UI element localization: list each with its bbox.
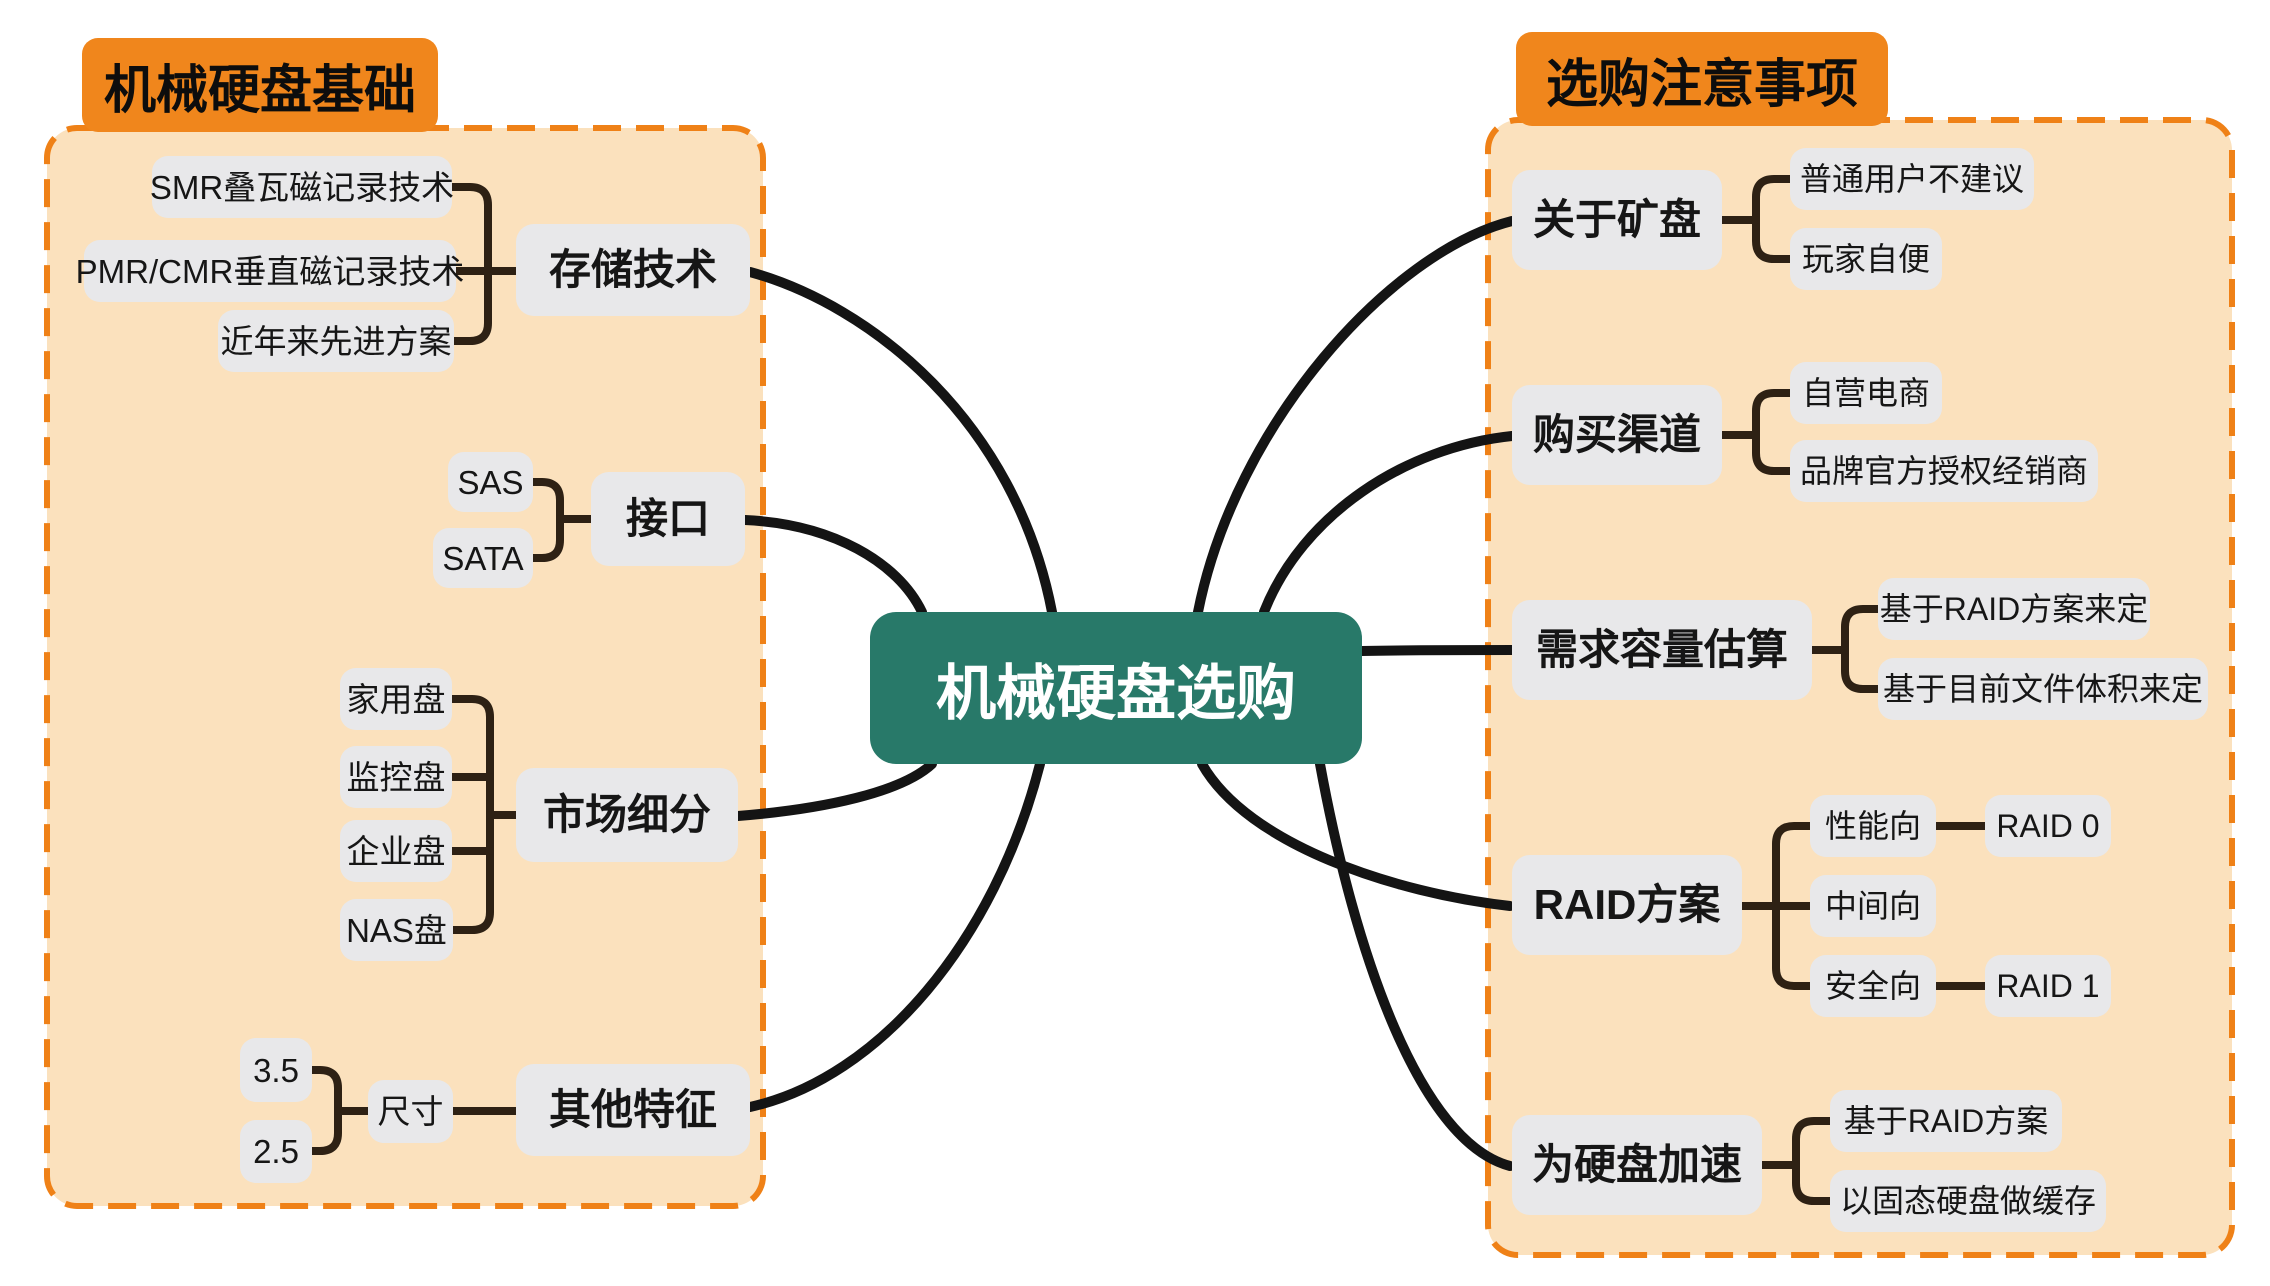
left-section-header[interactable]: 机械硬盘基础 bbox=[82, 38, 438, 132]
curve-center-channel bbox=[1259, 431, 1517, 617]
node-middle-oriented[interactable]: 中间向 bbox=[1810, 875, 1936, 937]
node-pmr-cmr[interactable]: PMR/CMR垂直磁记录技术 bbox=[76, 240, 464, 302]
node-accelerate-disk[interactable]: 为硬盘加速 bbox=[1512, 1115, 1762, 1215]
node-raid-scheme[interactable]: RAID方案 bbox=[1512, 855, 1742, 955]
node-authorized-dealer[interactable]: 品牌官方授权经销商 bbox=[1790, 440, 2098, 502]
node-based-on-raid[interactable]: 基于RAID方案来定 bbox=[1878, 578, 2150, 640]
curve-center-storage-tech bbox=[745, 267, 1057, 617]
right-section-header[interactable]: 选购注意事项 bbox=[1516, 32, 1888, 126]
bracket-storage-tech bbox=[448, 183, 492, 345]
curve-center-market bbox=[733, 759, 937, 821]
node-player-choice[interactable]: 玩家自便 bbox=[1790, 228, 1942, 290]
node-purchase-channel[interactable]: 购买渠道 bbox=[1512, 385, 1722, 485]
node-interface[interactable]: 接口 bbox=[591, 472, 745, 566]
node-sas[interactable]: SAS bbox=[448, 452, 533, 512]
node-size[interactable]: 尺寸 bbox=[368, 1080, 453, 1143]
node-other-features[interactable]: 其他特征 bbox=[516, 1064, 750, 1156]
curve-center-capacity bbox=[1357, 645, 1517, 656]
node-nas-disk[interactable]: NAS盘 bbox=[340, 899, 453, 961]
node-self-ecommerce[interactable]: 自营电商 bbox=[1790, 362, 1942, 424]
center-root-node[interactable]: 机械硬盘选购 bbox=[870, 612, 1362, 764]
node-not-recommended[interactable]: 普通用户不建议 bbox=[1790, 148, 2034, 210]
node-size-3-5[interactable]: 3.5 bbox=[240, 1038, 312, 1102]
node-recent-advanced[interactable]: 近年来先进方案 bbox=[218, 310, 454, 372]
node-sata[interactable]: SATA bbox=[433, 528, 533, 588]
node-raid-1[interactable]: RAID 1 bbox=[1985, 955, 2111, 1017]
node-about-mining-disk[interactable]: 关于矿盘 bbox=[1512, 170, 1722, 270]
curve-center-mining bbox=[1193, 216, 1517, 617]
curve-center-interface bbox=[740, 515, 927, 617]
curve-center-other-features bbox=[745, 759, 1045, 1112]
node-home-disk[interactable]: 家用盘 bbox=[340, 668, 452, 730]
node-surveillance-disk[interactable]: 监控盘 bbox=[340, 746, 452, 808]
node-size-2-5[interactable]: 2.5 bbox=[240, 1120, 312, 1183]
node-performance-oriented[interactable]: 性能向 bbox=[1810, 795, 1936, 857]
node-storage-tech[interactable]: 存储技术 bbox=[516, 224, 750, 316]
node-raid-0[interactable]: RAID 0 bbox=[1985, 795, 2111, 857]
node-ssd-cache[interactable]: 以固态硬盘做缓存 bbox=[1830, 1170, 2106, 1232]
node-safety-oriented[interactable]: 安全向 bbox=[1810, 955, 1936, 1017]
node-based-on-files[interactable]: 基于目前文件体积来定 bbox=[1878, 658, 2208, 720]
node-accel-by-raid[interactable]: 基于RAID方案 bbox=[1830, 1090, 2062, 1152]
node-capacity-estimation[interactable]: 需求容量估算 bbox=[1512, 600, 1812, 700]
curve-center-accelerate bbox=[1315, 759, 1515, 1171]
curve-center-raid bbox=[1197, 759, 1515, 911]
node-enterprise-disk[interactable]: 企业盘 bbox=[340, 820, 452, 882]
node-smr[interactable]: SMR叠瓦磁记录技术 bbox=[150, 156, 454, 218]
node-market-segmentation[interactable]: 市场细分 bbox=[516, 768, 738, 862]
